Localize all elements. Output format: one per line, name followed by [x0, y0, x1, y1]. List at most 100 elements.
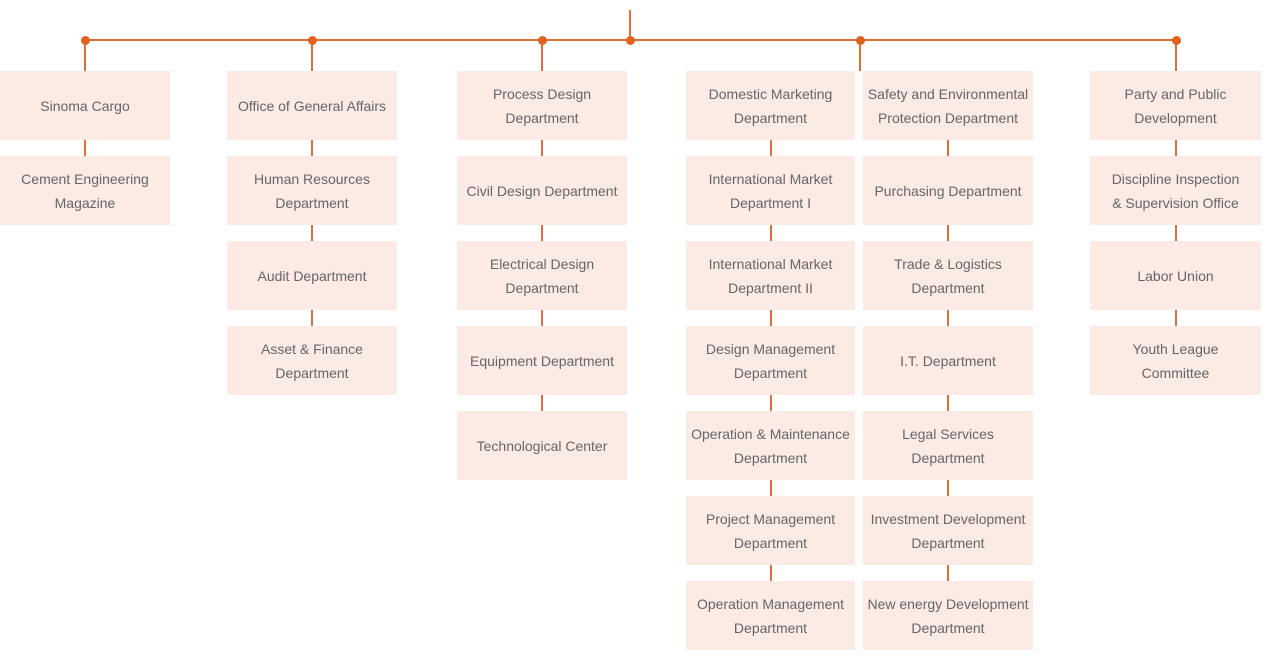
- department-label: Department: [505, 109, 579, 126]
- department-label: Department: [911, 619, 985, 636]
- department-label: Youth League: [1132, 340, 1219, 357]
- department-box: Sinoma Cargo: [0, 71, 170, 140]
- department-label: Safety and Environmental: [867, 85, 1029, 102]
- department-label: Department II: [728, 279, 813, 296]
- department-label: Cement Engineering: [21, 170, 149, 187]
- department-label: Investment Development: [870, 510, 1026, 527]
- department-connector-line: [947, 225, 949, 241]
- department-box: Equipment Department: [457, 326, 627, 395]
- department-box: Civil Design Department: [457, 156, 627, 225]
- department-label: Asset & Finance: [261, 340, 363, 357]
- department-label: Party and Public: [1124, 85, 1227, 102]
- department-connector-line: [947, 480, 949, 496]
- department-label: Department: [275, 194, 349, 211]
- department-label: Trade & Logistics: [894, 255, 1002, 272]
- branch-junction-dot: [308, 36, 317, 45]
- department-label: Department: [911, 534, 985, 551]
- department-label: Department I: [730, 194, 811, 211]
- department-connector-line: [541, 395, 543, 411]
- department-label: Department: [275, 364, 349, 381]
- department-connector-line: [770, 395, 772, 411]
- department-box: Discipline Inspection & Supervision Offic…: [1090, 156, 1261, 225]
- department-box: Audit Department: [227, 241, 397, 310]
- branch-drop-line: [859, 40, 861, 71]
- department-connector-line: [541, 310, 543, 326]
- department-connector-line: [947, 140, 949, 156]
- department-connector-line: [770, 480, 772, 496]
- department-label: Operation & Maintenance: [691, 425, 850, 442]
- branch-drop-line: [311, 40, 313, 71]
- department-box: Technological Center: [457, 411, 627, 480]
- department-label: Development: [1134, 109, 1217, 126]
- department-connector-line: [541, 140, 543, 156]
- department-connector-line: [947, 565, 949, 581]
- department-label: Process Design: [492, 85, 592, 102]
- branch-junction-dot: [538, 36, 547, 45]
- department-label: Department: [911, 279, 985, 296]
- branch-drop-line: [541, 40, 543, 71]
- root-trunk-line: [629, 10, 631, 40]
- department-label: Department: [733, 449, 808, 466]
- department-label: Protection Department: [877, 109, 1019, 126]
- department-label: Department: [733, 364, 808, 381]
- department-label: Department: [733, 619, 808, 636]
- branch-junction-dot: [856, 36, 865, 45]
- department-label: Design Management: [705, 340, 836, 357]
- branch-junction-dot: [81, 36, 90, 45]
- department-label: New energy Development: [867, 595, 1029, 612]
- department-label: Department: [505, 279, 579, 296]
- department-box: Purchasing Department: [863, 156, 1033, 225]
- department-connector-line: [947, 395, 949, 411]
- branch-junction-dot: [626, 36, 635, 45]
- department-connector-line: [311, 310, 313, 326]
- department-label: Domestic Marketing: [708, 85, 833, 102]
- department-label: Committee: [1141, 364, 1210, 381]
- department-label: Project Management: [705, 510, 836, 527]
- department-connector-line: [770, 140, 772, 156]
- department-label: Magazine: [54, 194, 116, 211]
- department-box: I.T. Department: [863, 326, 1033, 395]
- department-connector-line: [770, 310, 772, 326]
- department-box: Labor Union: [1090, 241, 1261, 310]
- department-label: Department: [733, 534, 808, 551]
- department-label: Legal Services: [902, 425, 994, 442]
- department-connector-line: [770, 565, 772, 581]
- department-connector-line: [541, 225, 543, 241]
- branch-drop-line: [84, 40, 86, 71]
- department-label: & Supervision Office: [1112, 194, 1239, 211]
- department-box: Office of General Affairs: [227, 71, 397, 140]
- department-label: Discipline Inspection: [1111, 170, 1240, 187]
- department-connector-line: [311, 225, 313, 241]
- department-connector-line: [1175, 225, 1177, 241]
- department-label: International Market: [708, 170, 833, 187]
- department-connector-line: [311, 140, 313, 156]
- department-label: Operation Management: [696, 595, 845, 612]
- department-connector-line: [947, 310, 949, 326]
- department-label: International Market: [708, 255, 833, 272]
- department-connector-line: [1175, 140, 1177, 156]
- department-connector-line: [84, 140, 86, 156]
- department-connector-line: [770, 225, 772, 241]
- branch-drop-line: [1175, 40, 1177, 71]
- department-label: Department: [733, 109, 808, 126]
- branch-junction-dot: [1172, 36, 1181, 45]
- department-label: Electrical Design: [489, 255, 595, 272]
- department-label: Department: [911, 449, 985, 466]
